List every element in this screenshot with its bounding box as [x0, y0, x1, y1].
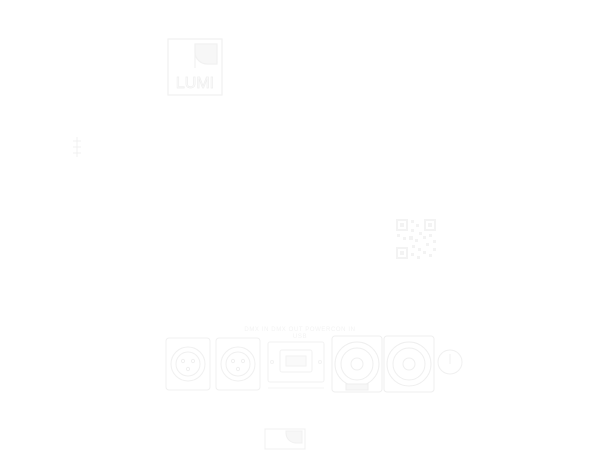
side-mark	[73, 137, 81, 157]
xlr-out-connector	[215, 337, 261, 391]
powercon-in-connector	[331, 335, 383, 393]
brand-logo-icon	[167, 38, 223, 96]
connector-panel	[165, 335, 463, 393]
power-icon	[437, 349, 463, 375]
brand-logo-text: LUMI	[176, 75, 214, 92]
qr-code-icon	[396, 219, 436, 259]
panel-caption-line2: USB	[292, 334, 308, 340]
panel-caption: DMX IN DMX OUT POWERCON IN USB	[0, 327, 600, 341]
xlr-in-connector	[165, 337, 211, 391]
usb-port	[267, 341, 325, 383]
panel-caption-line1: DMX IN DMX OUT POWERCON IN	[244, 327, 356, 333]
brand-logo-small-icon	[264, 428, 306, 450]
brand-logo: LUMI	[167, 38, 223, 96]
powercon-out-connector	[383, 335, 435, 393]
